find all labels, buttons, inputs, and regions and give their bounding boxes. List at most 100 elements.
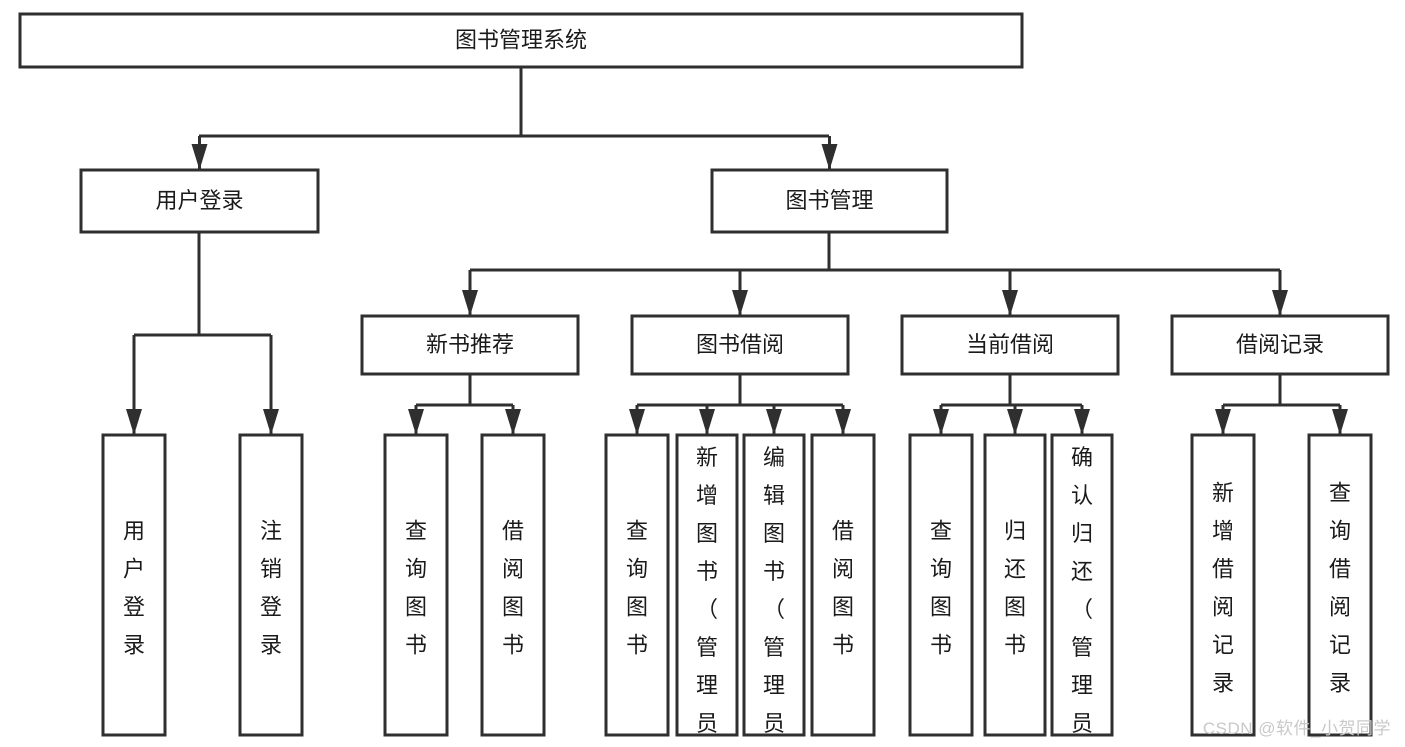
svg-text:查: 查 (626, 519, 648, 544)
connector-bus-current (941, 374, 1082, 407)
arrow-head-icon (126, 409, 142, 435)
node-box-current[interactable] (900, 314, 1120, 376)
node-login[interactable]: 用户登录 (79, 168, 320, 234)
node-box-leaf-user-login[interactable] (101, 433, 167, 737)
edge-login-to-leaf-user-login (126, 335, 142, 435)
node-leaf-user-login[interactable]: 用户登录 (101, 433, 167, 737)
node-box-records[interactable] (1170, 314, 1390, 376)
node-current[interactable]: 当前借阅 (900, 314, 1120, 376)
edge-bookmgmt-to-records (1272, 270, 1288, 316)
node-box-root[interactable] (18, 12, 1024, 69)
svg-text:阅: 阅 (1329, 595, 1351, 620)
svg-text:户: 户 (123, 557, 145, 582)
svg-text:登: 登 (123, 595, 145, 620)
arrow-head-icon (766, 409, 782, 435)
connector-bus-root (199, 67, 829, 138)
svg-text:记: 记 (1329, 633, 1351, 658)
node-box-leaf-nb-borrow[interactable] (480, 433, 546, 737)
svg-text:注: 注 (260, 519, 282, 544)
edge-records-to-leaf-re-query (1332, 405, 1348, 435)
node-borrow[interactable]: 图书借阅 (630, 314, 850, 376)
arrow-head-icon (1215, 409, 1231, 435)
svg-text:书: 书 (405, 633, 427, 658)
arrow-head-icon (732, 290, 748, 316)
svg-text:辑: 辑 (763, 483, 785, 508)
node-box-leaf-re-query[interactable] (1307, 433, 1373, 737)
svg-text:登: 登 (260, 595, 282, 620)
svg-text:书: 书 (626, 633, 648, 658)
edge-newbook-to-leaf-nb-query (408, 405, 424, 435)
svg-text:图: 图 (502, 595, 524, 620)
node-box-leaf-cu-confirm[interactable] (1050, 433, 1114, 737)
node-box-login[interactable] (79, 168, 320, 234)
svg-text:理: 理 (696, 673, 718, 698)
svg-text:增: 增 (1212, 519, 1234, 544)
arrow-head-icon (1007, 409, 1023, 435)
node-box-borrow[interactable] (630, 314, 850, 376)
svg-text:管: 管 (763, 635, 785, 660)
arrow-head-icon (821, 144, 838, 170)
edge-borrow-to-leaf-bo-add (699, 405, 715, 435)
svg-text:借: 借 (502, 519, 524, 544)
node-newbook[interactable]: 新书推荐 (360, 314, 580, 376)
svg-text:书: 书 (696, 559, 718, 584)
svg-text:查: 查 (1329, 481, 1351, 506)
edge-borrow-to-leaf-bo-edit (766, 405, 782, 435)
svg-text:归: 归 (1071, 521, 1093, 546)
node-box-leaf-cu-return[interactable] (983, 433, 1047, 737)
svg-text:录: 录 (260, 633, 282, 658)
svg-text:新: 新 (1212, 481, 1234, 506)
svg-text:图: 图 (1004, 595, 1026, 620)
edge-bookmgmt-to-newbook (462, 270, 478, 316)
node-box-leaf-user-logout[interactable] (238, 433, 304, 737)
node-records[interactable]: 借阅记录 (1170, 314, 1390, 376)
svg-text:录: 录 (1329, 671, 1351, 696)
node-bookmgmt[interactable]: 图书管理 (710, 168, 949, 234)
node-box-newbook[interactable] (360, 314, 580, 376)
svg-text:询: 询 (626, 557, 648, 582)
node-box-leaf-bo-edit[interactable] (742, 433, 806, 737)
edge-login-to-leaf-user-logout (263, 335, 279, 435)
arrow-head-icon (933, 409, 949, 435)
svg-text:员: 员 (763, 711, 785, 736)
svg-text:查: 查 (405, 519, 427, 544)
node-box-leaf-bo-borrow[interactable] (810, 433, 876, 737)
node-box-leaf-cu-query[interactable] (908, 433, 974, 737)
connector-bus-login (134, 232, 271, 337)
svg-text:借: 借 (1212, 557, 1234, 582)
node-box-leaf-bo-query[interactable] (604, 433, 670, 737)
svg-text:理: 理 (1071, 673, 1093, 698)
arrow-head-icon (1074, 409, 1090, 435)
edge-bookmgmt-to-borrow (732, 270, 748, 316)
node-box-leaf-bo-add[interactable] (675, 433, 739, 737)
svg-text:询: 询 (1329, 519, 1351, 544)
svg-text:增: 增 (696, 483, 718, 508)
edge-records-to-leaf-re-add (1215, 405, 1231, 435)
node-label-bookmgmt: 图书管理 (785, 188, 873, 213)
node-root[interactable]: 图书管理系统 (18, 12, 1024, 69)
svg-text:（: （ (763, 597, 785, 622)
svg-text:阅: 阅 (1212, 595, 1234, 620)
node-box-bookmgmt[interactable] (710, 168, 949, 234)
edge-root-to-bookmgmt (821, 136, 838, 170)
arrow-head-icon (1332, 409, 1348, 435)
node-box-leaf-re-add[interactable] (1190, 433, 1256, 737)
node-box-leaf-nb-query[interactable] (383, 433, 449, 737)
